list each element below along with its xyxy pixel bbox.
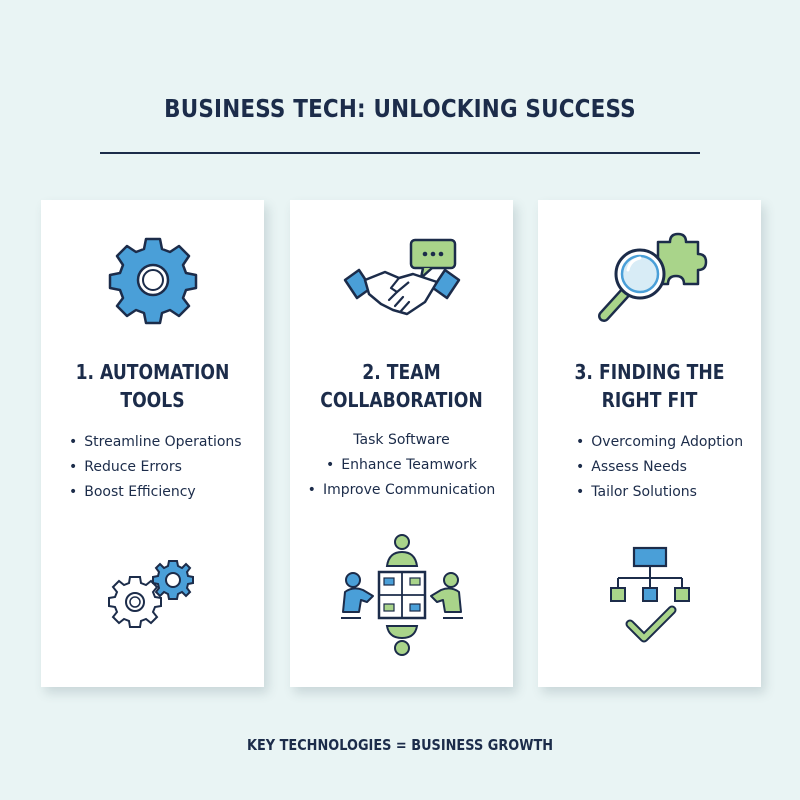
list-item: Assess Needs [538, 455, 761, 480]
card-title: 3. FINDING THE RIGHT FIT [574, 360, 725, 412]
card-title: 2. TEAM COLLABORATION [320, 360, 483, 412]
title-divider [100, 152, 700, 154]
list-item: Improve Communication [290, 478, 513, 503]
team-meeting-icon [290, 530, 513, 660]
bullet-list: Streamline Operations Reduce Errors Boos… [41, 430, 264, 505]
bullet-list: Task Software Enhance Teamwork Improve C… [290, 428, 513, 503]
bullet-list: Overcoming Adoption Assess Needs Tailor … [538, 430, 761, 505]
magnifier-puzzle-icon [538, 230, 761, 330]
gear-icon [41, 230, 264, 330]
list-item: Reduce Errors [41, 455, 264, 480]
list-item: Task Software [353, 432, 450, 448]
gears-pair-icon [41, 530, 264, 660]
list-item: Tailor Solutions [538, 480, 761, 505]
card-finding-the-right-fit: 3. FINDING THE RIGHT FIT Overcoming Adop… [538, 200, 761, 687]
footer-tagline: KEY TECHNOLOGIES = BUSINESS GROWTH [246, 736, 554, 754]
page-title: BUSINESS TECH: UNLOCKING SUCCESS [164, 94, 636, 123]
list-item: Overcoming Adoption [538, 430, 761, 455]
list-item: Streamline Operations [41, 430, 264, 455]
handshake-chat-icon [290, 230, 513, 330]
hierarchy-check-icon [538, 530, 761, 660]
card-title: 1. AUTOMATION TOOLS [75, 360, 230, 412]
list-item: Boost Efficiency [41, 480, 264, 505]
card-team-collaboration: 2. TEAM COLLABORATION Task Software Enha… [290, 200, 513, 687]
card-automation-tools: 1. AUTOMATION TOOLS Streamline Operation… [41, 200, 264, 687]
list-item: Enhance Teamwork [290, 453, 513, 478]
